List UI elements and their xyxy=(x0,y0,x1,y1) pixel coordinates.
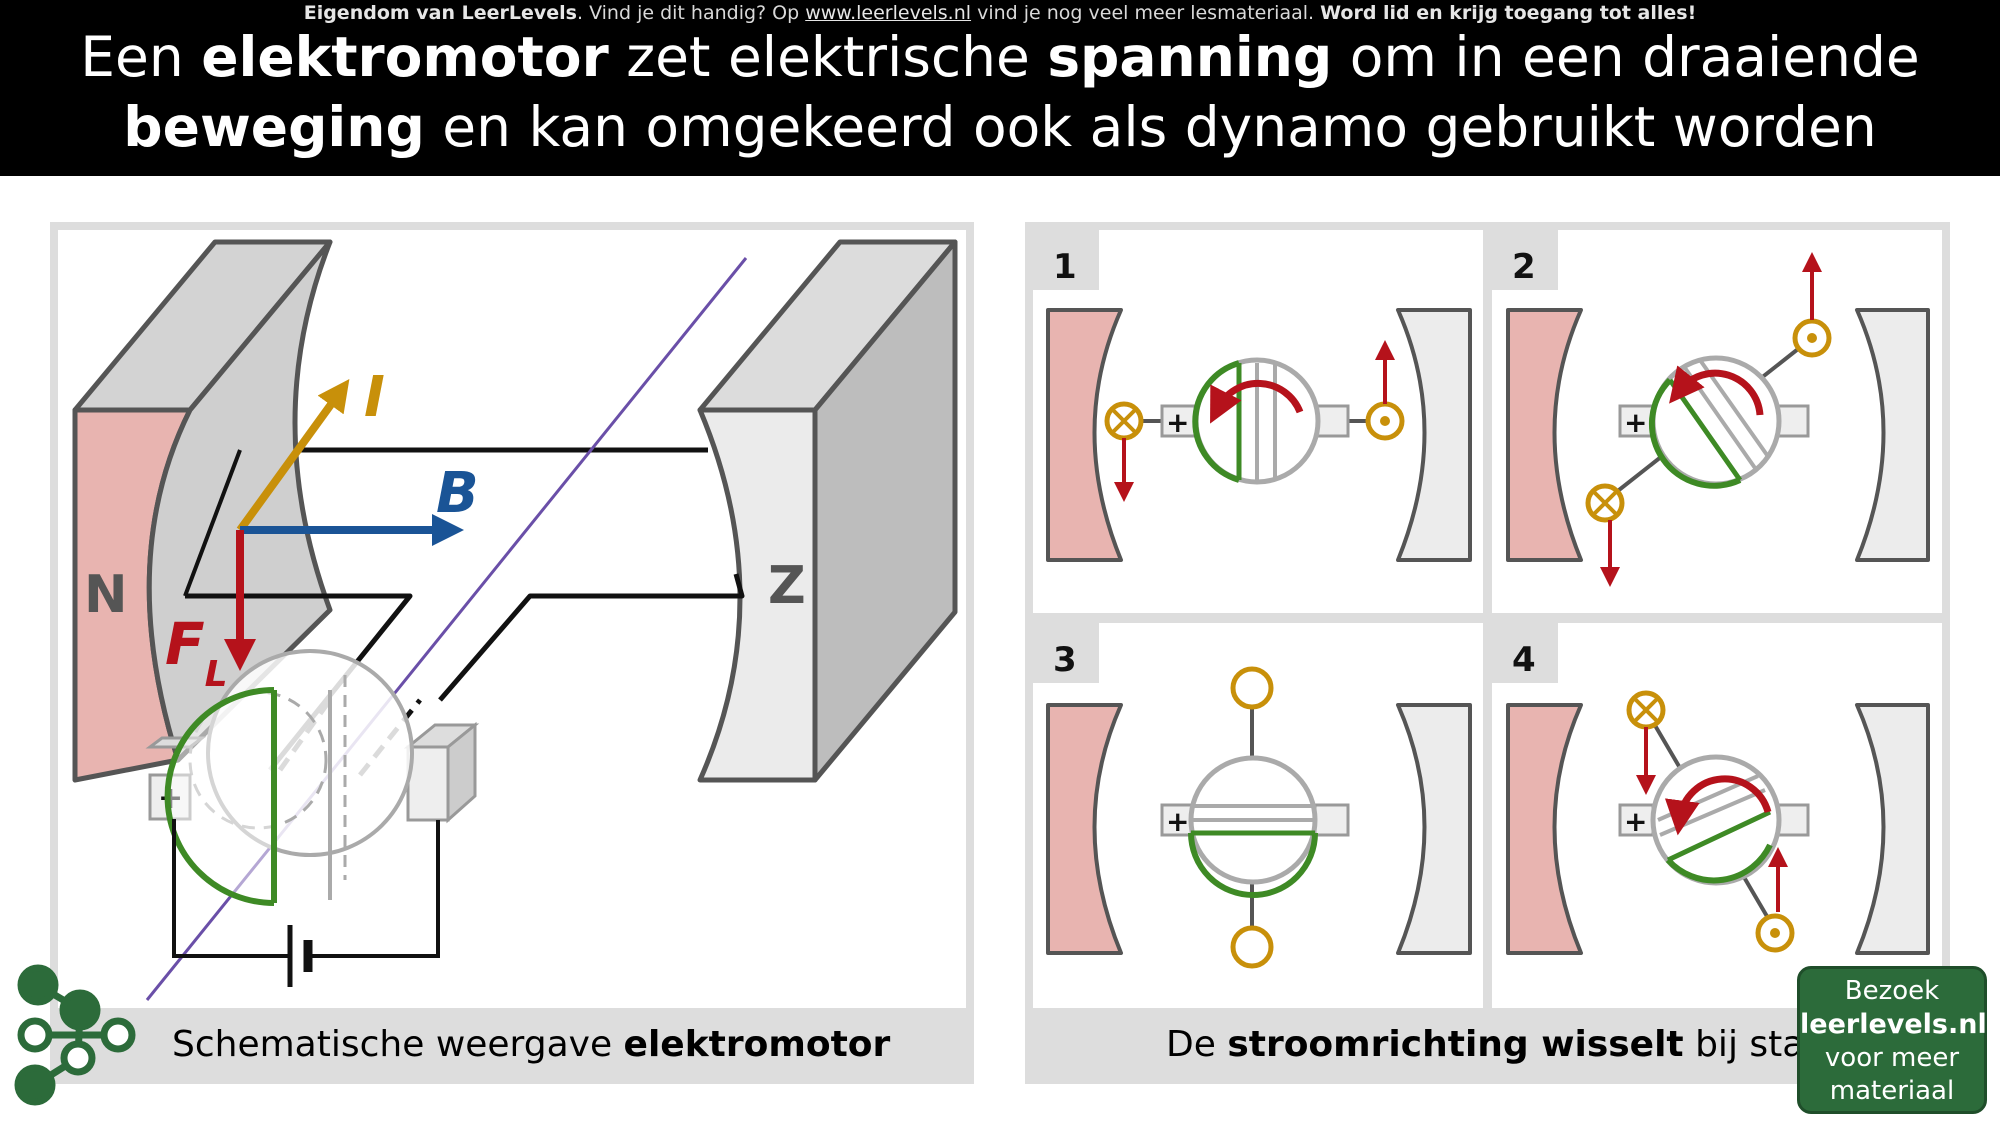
field-label: B xyxy=(436,461,479,526)
current-arrow xyxy=(236,379,350,533)
badge-line-3: voor meer xyxy=(1824,1043,1960,1073)
step-number-tabs: 1 2 3 4 xyxy=(1033,230,1558,683)
plus-sign-step-2: + xyxy=(1624,406,1647,439)
title-line-1: Een elektromotor zet elektrische spannin… xyxy=(0,22,2000,92)
title-line-2-segment-0: beweging xyxy=(123,95,425,159)
current-label: I xyxy=(364,365,385,430)
step-2-rotor: + xyxy=(1585,252,1832,587)
step-number-2: 2 xyxy=(1512,247,1536,287)
title-line-1-segment-2: zet elektrische xyxy=(608,25,1048,89)
plus-sign-step-3: + xyxy=(1166,805,1189,838)
step-number-1: 1 xyxy=(1053,247,1077,287)
battery-circuit xyxy=(172,819,440,987)
left-caption-normal: Schematische weergave xyxy=(172,1024,624,1065)
title-line-1-segment-4: om in een draaiende xyxy=(1332,25,1920,89)
badge-line-2: leerlevels.nl xyxy=(1800,1009,1987,1040)
title-line-1-segment-0: Een xyxy=(80,25,202,89)
plus-sign-step-4: + xyxy=(1624,805,1647,838)
north-magnet: N xyxy=(72,239,333,783)
notice-text-2: vind je nog veel meer lesmateriaal. xyxy=(971,2,1321,24)
force-subscript: L xyxy=(205,654,228,695)
notice-text: . Vind je dit handig? Op xyxy=(576,2,806,24)
title-line-2-segment-1: en kan omgekeerd ook als dynamo gebruikt… xyxy=(424,95,1877,159)
badge-line-4: materiaal xyxy=(1829,1076,1955,1106)
commutator: + xyxy=(145,649,480,906)
title-line-2: beweging en kan omgekeerd ook als dynamo… xyxy=(0,92,2000,162)
ownership-notice: Eigendom van LeerLevels. Vind je dit han… xyxy=(0,2,2000,24)
step-1-rotor: + xyxy=(1104,340,1405,502)
step-number-3: 3 xyxy=(1053,640,1077,680)
south-magnet: Z xyxy=(697,239,958,783)
visit-website-badge[interactable]: Bezoek leerlevels.nl voor meer materiaal xyxy=(1797,966,1987,1114)
step-4-rotor: + xyxy=(1618,690,1810,953)
title-line-1-segment-1: elektromotor xyxy=(201,25,609,89)
notice-link[interactable]: www.leerlevels.nl xyxy=(805,2,972,24)
plus-sign-step-1: + xyxy=(1166,406,1189,439)
right-caption-pre: De xyxy=(1166,1024,1228,1065)
right-caption-bold: stroomrichting wisselt xyxy=(1227,1024,1684,1065)
left-panel-caption: Schematische weergave elektromotor xyxy=(172,1024,890,1065)
north-label: N xyxy=(84,565,128,625)
header-bar: Eigendom van LeerLevels. Vind je dit han… xyxy=(0,0,2000,176)
force-label: FL xyxy=(165,610,228,695)
step-number-4: 4 xyxy=(1512,640,1536,680)
page-title: Een elektromotor zet elektrische spannin… xyxy=(0,22,2000,162)
left-caption-bold: elektromotor xyxy=(623,1024,891,1065)
step-3-rotor: + xyxy=(1160,666,1350,969)
step-magnets xyxy=(1046,308,1930,955)
notice-owner: Eigendom van LeerLevels xyxy=(303,2,577,24)
notice-cta: Word lid en krijg toegang tot alles! xyxy=(1320,2,1697,24)
badge-line-1: Bezoek xyxy=(1844,976,1940,1006)
leerlevels-logo-icon xyxy=(14,964,136,1106)
south-label: Z xyxy=(768,556,806,616)
title-line-1-segment-3: spanning xyxy=(1047,25,1333,89)
